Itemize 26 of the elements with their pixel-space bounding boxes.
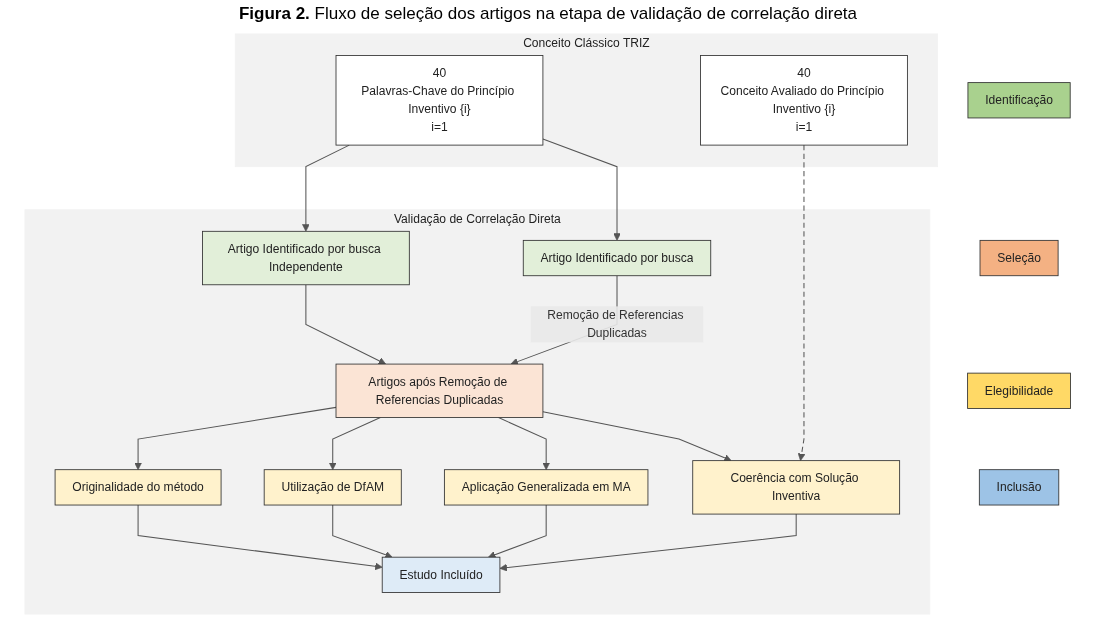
figure-title: Figura 2. Fluxo de seleção dos artigos na etapa de validação de correlação direta: [237, 3, 858, 25]
arrow: [798, 144, 806, 461]
node-box: Inclusão: [979, 469, 1060, 506]
node-box: Aplicação Generalizada em MA: [444, 469, 649, 506]
edge-label: Remoção de Referencias Duplicadas: [547, 308, 684, 340]
arrow: [305, 284, 387, 365]
node-box: Artigo Identificado por busca: [523, 239, 712, 277]
node-box: Elegibilidade: [967, 372, 1072, 409]
node-box: Utilização de DfAM: [264, 469, 402, 506]
arrow: [332, 504, 393, 559]
arrow: [137, 504, 383, 571]
node-box: Estudo Incluído: [382, 556, 501, 593]
node-box: Seleção: [979, 239, 1059, 277]
node-box: Coerência com Solução Inventiva: [692, 460, 901, 515]
node-box: Artigo Identificado por busca Independente: [202, 230, 411, 286]
node-box: Originalidade do método: [54, 469, 222, 506]
arrow: [542, 138, 622, 241]
node-box: Identificação: [967, 82, 1071, 119]
arrow: [498, 417, 551, 471]
arrow: [488, 504, 547, 559]
arrow: [134, 406, 337, 471]
node-box: 40 Conceito Avaliado do Princípio Inventivo {i} i=1: [700, 55, 909, 146]
arrow: [542, 411, 732, 462]
arrow: [499, 513, 797, 572]
node-box: Artigos após Remoção de Referencias Duplicadas: [335, 363, 544, 418]
node-box: 40 Palavras-Chave do Princípio Inventivo {i} i=1: [335, 55, 544, 146]
